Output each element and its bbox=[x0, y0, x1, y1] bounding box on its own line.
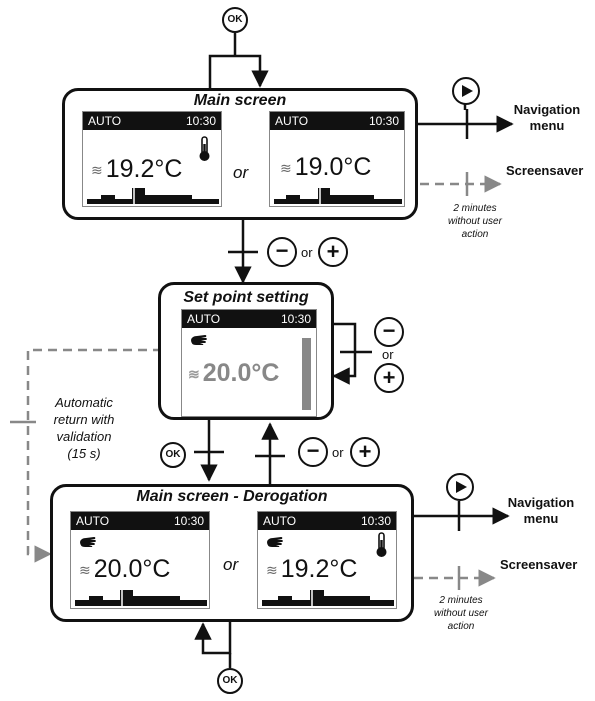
or-connector: or bbox=[382, 347, 394, 362]
thermometer-icon bbox=[199, 136, 210, 161]
hand-icon bbox=[267, 537, 283, 547]
set-point-title: Set point setting bbox=[183, 289, 309, 306]
minus-button-main[interactable]: − bbox=[267, 237, 297, 267]
lcd-status-bar: AUTO 10:30 bbox=[71, 512, 209, 530]
lcd-temperature: ≋19.2°C bbox=[266, 554, 357, 585]
lcd-status-bar: AUTO 10:30 bbox=[182, 310, 316, 328]
lcd-status-bar: AUTO 10:30 bbox=[258, 512, 396, 530]
ok-button-bottom[interactable]: OK bbox=[217, 668, 243, 694]
heat-waves-icon: ≋ bbox=[79, 562, 91, 579]
lcd-mode: AUTO bbox=[263, 514, 297, 528]
lcd-temperature: ≋19.0°C bbox=[280, 152, 371, 183]
plus-button-setpoint[interactable]: + bbox=[374, 363, 404, 393]
hand-icon bbox=[80, 537, 96, 547]
minus-button-derogation[interactable]: − bbox=[298, 437, 328, 467]
set-point-slider[interactable] bbox=[302, 338, 311, 410]
lcd-mode: AUTO bbox=[275, 114, 309, 128]
main-screen-left-display: AUTO 10:30 ≋19.2°C bbox=[82, 111, 222, 207]
lcd-status-bar: AUTO 10:30 bbox=[270, 112, 404, 130]
lcd-temperature: ≋20.0°C bbox=[79, 554, 170, 585]
plus-button-main[interactable]: + bbox=[318, 237, 348, 267]
minus-button-setpoint[interactable]: − bbox=[374, 317, 404, 347]
program-bar bbox=[262, 588, 394, 606]
lcd-time: 10:30 bbox=[368, 114, 399, 128]
or-connector: or bbox=[301, 245, 313, 260]
screensaver-label-bottom: Screensaver bbox=[500, 557, 578, 572]
heat-waves-icon: ≋ bbox=[188, 366, 200, 383]
lcd-time: 10:30 bbox=[173, 514, 204, 528]
ok-button-top[interactable]: OK bbox=[222, 7, 248, 33]
lcd-mode: AUTO bbox=[76, 514, 110, 528]
navigation-play-button-bottom[interactable] bbox=[446, 473, 474, 501]
main-screen-box: Main screen AUTO 10:30 ≋19.2°C or AUTO 1… bbox=[62, 88, 418, 220]
derogation-right-display: AUTO 10:30 ≋19.2°C bbox=[257, 511, 397, 609]
lcd-temperature: ≋19.2°C bbox=[91, 154, 182, 185]
derogation-box: Main screen - Derogation AUTO 10:30 ≋20.… bbox=[50, 484, 414, 622]
program-bar bbox=[87, 186, 219, 204]
lcd-mode: AUTO bbox=[187, 312, 221, 326]
lcd-time: 10:30 bbox=[280, 312, 311, 326]
or-label: or bbox=[223, 555, 239, 574]
thermometer-icon bbox=[376, 532, 387, 557]
or-connector: or bbox=[332, 445, 344, 460]
screensaver-label-top: Screensaver bbox=[506, 163, 584, 178]
set-point-display: AUTO 10:30 ≋20.0°C bbox=[181, 309, 317, 417]
main-screen-right-display: AUTO 10:30 ≋19.0°C bbox=[269, 111, 405, 207]
heat-waves-icon: ≋ bbox=[280, 160, 292, 177]
lcd-time: 10:30 bbox=[360, 514, 391, 528]
lcd-mode: AUTO bbox=[88, 114, 122, 128]
main-screen-title: Main screen bbox=[193, 92, 287, 109]
derogation-left-display: AUTO 10:30 ≋20.0°C bbox=[70, 511, 210, 609]
ok-button-setpoint[interactable]: OK bbox=[160, 442, 186, 468]
program-bar bbox=[274, 186, 402, 204]
lcd-temperature: ≋20.0°C bbox=[188, 358, 279, 389]
lcd-status-bar: AUTO 10:30 bbox=[83, 112, 221, 130]
heat-waves-icon: ≋ bbox=[266, 562, 278, 579]
or-label: or bbox=[233, 163, 249, 182]
navigation-play-button-top[interactable] bbox=[452, 77, 480, 105]
set-point-box: Set point setting AUTO 10:30 ≋20.0°C bbox=[158, 282, 334, 420]
derogation-title: Main screen - Derogation bbox=[136, 488, 328, 505]
plus-button-derogation[interactable]: + bbox=[350, 437, 380, 467]
hand-icon bbox=[191, 335, 207, 345]
program-bar bbox=[75, 588, 207, 606]
heat-waves-icon: ≋ bbox=[91, 162, 103, 179]
lcd-time: 10:30 bbox=[185, 114, 216, 128]
